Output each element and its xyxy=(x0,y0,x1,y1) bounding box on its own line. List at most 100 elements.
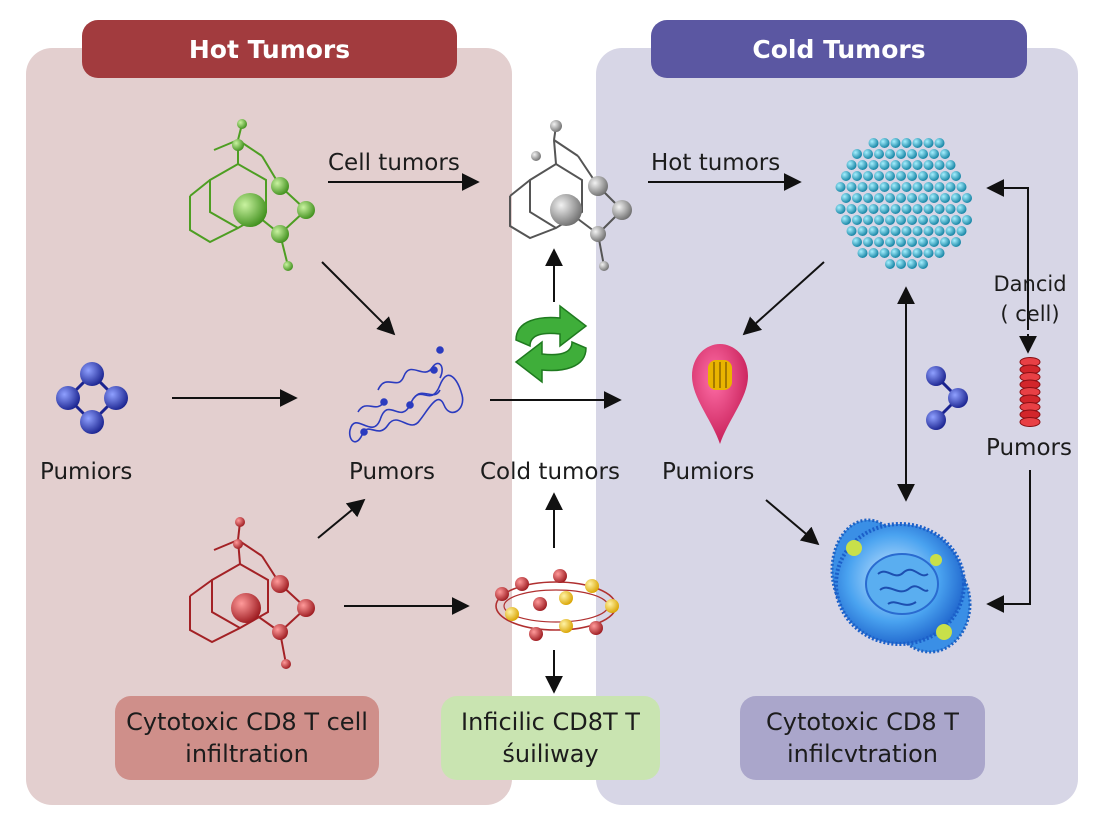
hot-tumors-header: Hot Tumors xyxy=(82,20,457,78)
cyan-bead xyxy=(863,171,873,181)
cyan-bead xyxy=(868,138,879,148)
cyan-bead xyxy=(896,259,906,269)
cyan-bead xyxy=(846,204,857,214)
cyan-bead xyxy=(945,226,956,236)
cyan-bead xyxy=(907,149,917,159)
cyan-bead xyxy=(956,182,967,192)
cyan-bead xyxy=(901,160,912,170)
small-blue-molecule-icon xyxy=(926,366,968,430)
cyan-bead xyxy=(890,204,901,214)
cyan-bead xyxy=(945,160,956,170)
cyan-bead xyxy=(912,182,923,192)
cyan-bead xyxy=(896,215,906,225)
cyan-bead xyxy=(852,215,862,225)
label-pumors-mid: Pumors xyxy=(349,459,435,485)
cyan-bead xyxy=(907,215,917,225)
cyan-bead xyxy=(879,248,890,258)
cyan-bead xyxy=(863,149,873,159)
cyan-bead xyxy=(890,138,901,148)
cyan-bead xyxy=(929,171,939,181)
cyan-bead xyxy=(841,171,851,181)
cyan-bead xyxy=(890,160,901,170)
cyan-bead xyxy=(885,149,895,159)
cyan-bead xyxy=(857,160,868,170)
green-molecule-atoms xyxy=(232,119,315,271)
cyan-bead xyxy=(846,226,857,236)
cyan-bead xyxy=(896,193,906,203)
red-coil-icon xyxy=(1019,357,1041,427)
cyan-bead xyxy=(912,204,923,214)
cyan-bead xyxy=(874,193,884,203)
cyan-bead xyxy=(846,160,857,170)
cold-tumors-header: Cold Tumors xyxy=(651,20,1027,78)
label-pumors-right: Pumors xyxy=(986,435,1072,461)
arrow-pumors-to-cell xyxy=(986,470,1031,613)
cyan-bead xyxy=(934,204,945,214)
cyan-bead xyxy=(912,138,923,148)
cyan-bead xyxy=(885,215,895,225)
cyan-bead xyxy=(918,259,928,269)
gray-molecule-atoms xyxy=(531,120,632,271)
cyan-bead xyxy=(879,160,890,170)
box-cold-line2: infilcvtration xyxy=(786,740,939,768)
cyan-bead xyxy=(940,237,950,247)
arrow-dancid-to-cluster xyxy=(986,179,1029,330)
mid-cd8-pathway-box: Inficilic CD8T T śuiliway xyxy=(441,696,660,780)
cyan-bead xyxy=(885,193,895,203)
cyan-bead xyxy=(835,182,846,192)
hot-tumors-panel xyxy=(26,48,512,805)
cyan-bead xyxy=(874,149,884,159)
label-cold-tumors: Cold tumors xyxy=(480,459,620,485)
cyan-bead xyxy=(885,171,895,181)
cyan-bead xyxy=(890,248,901,258)
cyan-bead xyxy=(901,182,912,192)
cyan-bead xyxy=(912,226,923,236)
cyan-bead xyxy=(901,226,912,236)
cyan-bead xyxy=(879,138,890,148)
cyan-bead xyxy=(879,204,890,214)
cyan-bead xyxy=(885,259,895,269)
cyan-bead xyxy=(956,204,967,214)
ring-molecule-icon xyxy=(495,569,619,641)
cyan-bead xyxy=(934,182,945,192)
cyan-bead xyxy=(852,171,862,181)
cyan-bead xyxy=(868,204,879,214)
cyan-bead xyxy=(923,160,934,170)
cyan-bead xyxy=(868,160,879,170)
cyan-bead xyxy=(885,237,895,247)
cyan-bead xyxy=(945,204,956,214)
cyan-bead xyxy=(863,237,873,247)
cyan-bead xyxy=(934,138,945,148)
cyan-bead xyxy=(852,237,862,247)
cyan-bead xyxy=(951,237,961,247)
red-molecule-icon xyxy=(189,521,307,665)
label-pumiors-left: Pumiors xyxy=(40,459,133,485)
cyan-bead xyxy=(907,259,917,269)
cyan-bead xyxy=(934,248,945,258)
cyan-bead xyxy=(940,149,950,159)
blue-cell-icon xyxy=(830,518,972,654)
cyan-bead xyxy=(835,204,846,214)
cyan-sphere-cluster-icon xyxy=(835,138,972,269)
hot-cd8-infiltration-box: Cytotoxic CD8 T cell infiltration xyxy=(115,696,379,780)
cyan-bead xyxy=(907,171,917,181)
label-cell-tumors: Cell tumors xyxy=(328,150,460,176)
blue-cluster-icon xyxy=(56,362,128,434)
cyan-bead xyxy=(852,193,862,203)
cyan-bead xyxy=(890,226,901,236)
cyan-bead xyxy=(874,237,884,247)
cyan-bead xyxy=(896,171,906,181)
cyan-bead xyxy=(879,182,890,192)
cyan-bead xyxy=(929,237,939,247)
box-hot-line1: Cytotoxic CD8 T cell xyxy=(126,708,368,736)
cyan-bead xyxy=(940,193,950,203)
cyan-bead xyxy=(901,138,912,148)
cyan-bead xyxy=(857,204,868,214)
box-mid-line2: śuiliway xyxy=(502,740,599,768)
label-pumiors-right: Pumiors xyxy=(662,459,755,485)
cyan-bead xyxy=(857,226,868,236)
cyan-bead xyxy=(841,193,851,203)
cyan-bead xyxy=(923,226,934,236)
cyan-bead xyxy=(863,215,873,225)
cold-tumors-panel xyxy=(596,48,1078,805)
